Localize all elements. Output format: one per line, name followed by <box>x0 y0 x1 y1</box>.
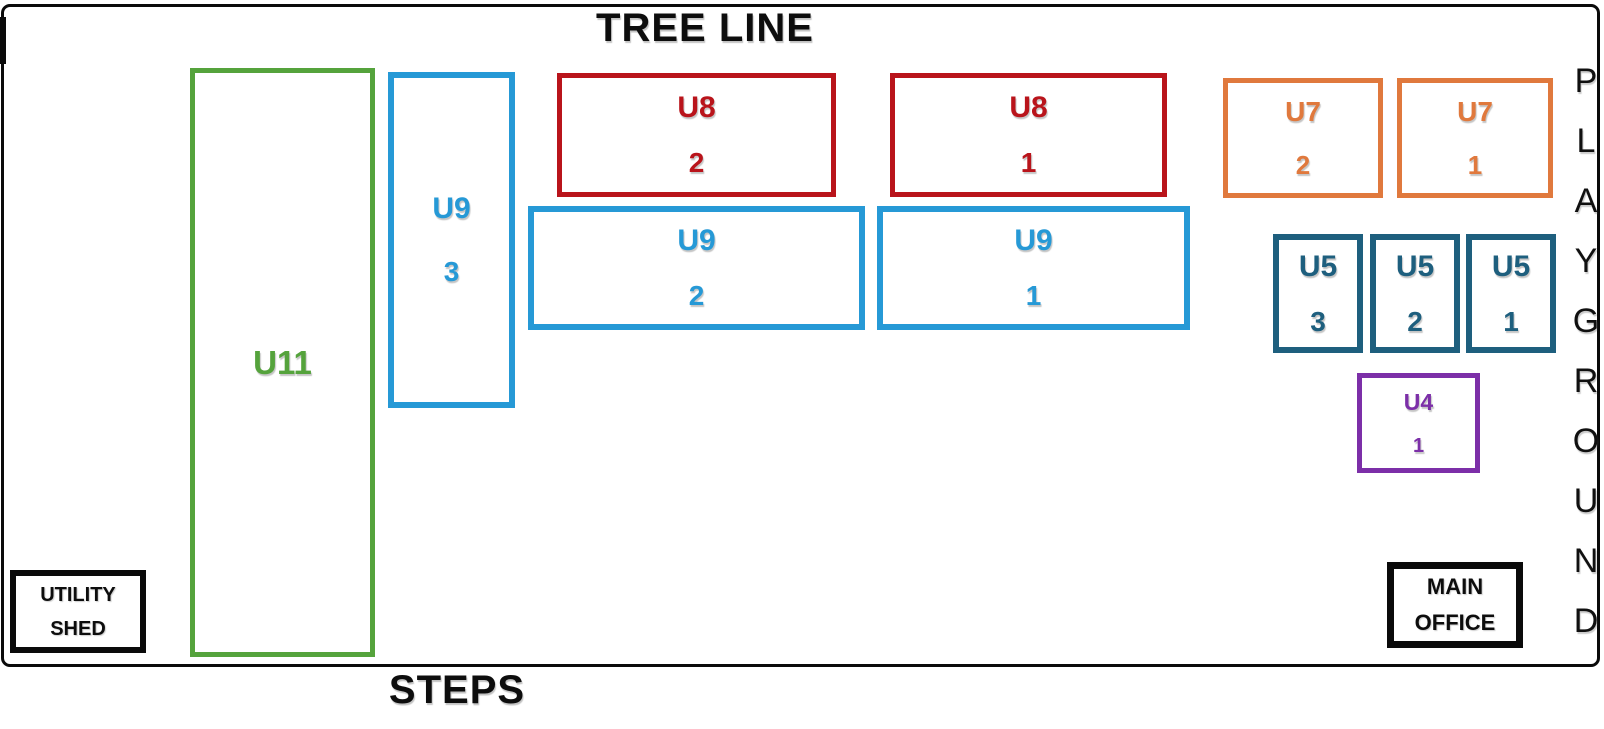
field-label: U9 <box>1014 224 1053 257</box>
field-label: U5 <box>1395 249 1435 283</box>
field-number: 1 <box>1503 305 1519 337</box>
field-label: U5 <box>1298 249 1338 283</box>
steps-label: STEPS <box>388 668 526 712</box>
field-label: U5 <box>1491 249 1531 283</box>
site-border <box>1 4 1600 667</box>
field-label: U4 <box>1403 388 1434 415</box>
field-u7-2: U7 2 <box>1223 78 1383 198</box>
field-number: 2 <box>688 147 705 178</box>
field-u7-1: U7 1 <box>1397 78 1553 198</box>
field-number: 2 <box>1407 305 1423 337</box>
utility-shed: UTILITY SHED <box>10 570 146 653</box>
main-office: MAIN OFFICE <box>1387 562 1523 648</box>
tree-line-label: TREE LINE <box>596 6 814 50</box>
field-label: U9 <box>432 192 471 225</box>
playground-label: PLAYGROUND <box>1567 62 1604 662</box>
field-number: 1 <box>1020 147 1037 178</box>
field-u5-3: U5 3 <box>1273 234 1363 353</box>
field-u11: U11 <box>190 68 375 657</box>
field-u5-2: U5 2 <box>1370 234 1460 353</box>
building-label-line: SHED <box>50 617 106 640</box>
field-u5-1: U5 1 <box>1466 234 1556 353</box>
field-label: U8 <box>677 91 716 124</box>
field-u8-1: U8 1 <box>890 73 1167 197</box>
field-number: 3 <box>443 256 460 287</box>
field-number: 1 <box>1412 434 1425 457</box>
field-label: U11 <box>253 344 312 381</box>
building-label-line: MAIN <box>1426 574 1484 599</box>
field-number: 1 <box>1467 150 1483 180</box>
building-label-line: UTILITY <box>40 583 116 606</box>
field-number: 3 <box>1310 305 1326 337</box>
field-u4-1: U4 1 <box>1357 373 1480 473</box>
field-label: U9 <box>677 224 716 257</box>
field-number: 2 <box>1295 150 1311 180</box>
field-u9-2: U9 2 <box>528 206 865 330</box>
building-label-line: OFFICE <box>1414 610 1496 635</box>
field-label: U8 <box>1009 91 1048 124</box>
field-number: 2 <box>688 280 705 311</box>
field-number: 1 <box>1025 280 1042 311</box>
field-label: U7 <box>1457 96 1493 127</box>
field-u8-2: U8 2 <box>557 73 836 197</box>
field-u9-3: U9 3 <box>388 72 515 408</box>
border-gate-mark <box>0 17 6 64</box>
field-u9-1: U9 1 <box>877 206 1190 330</box>
field-label: U7 <box>1285 96 1321 127</box>
